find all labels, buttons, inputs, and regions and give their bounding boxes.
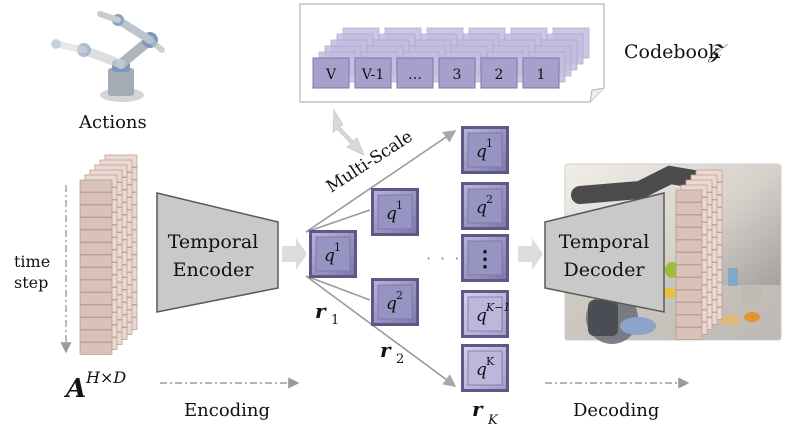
action-chunk-block — [79, 242, 113, 255]
action-chunk-block — [79, 317, 113, 330]
action-chunk-block — [79, 192, 113, 205]
token-ellipsis-scaleK: ⋮ — [461, 234, 509, 282]
action-chunk-block — [79, 329, 113, 343]
codebook-entry-label: 1 — [537, 67, 546, 83]
token-symbol: q — [476, 360, 487, 380]
codebook-symbol: 𝒵 — [707, 39, 728, 63]
action-chunk-block — [675, 214, 703, 228]
action-chunk-block — [79, 267, 113, 280]
action-chunk-block — [79, 204, 113, 218]
action-chunk-block — [79, 304, 113, 318]
action-chunk-block — [675, 252, 703, 265]
codebook-entry-label: V-1 — [361, 67, 384, 83]
encoder-label-line1: Temporal — [168, 231, 259, 253]
decoder-label-line1: Temporal — [559, 231, 650, 253]
action-chunk-block — [675, 277, 703, 290]
token-superscript: 2 — [486, 193, 493, 206]
token-symbol: q — [324, 246, 335, 266]
encoding-label: Encoding — [184, 400, 270, 421]
codebook-entry-label: 3 — [453, 67, 462, 83]
codebook-panel: V V-1 … 3 2 1 — [299, 3, 605, 103]
codebook-lookup-arrow — [332, 108, 365, 156]
token-superscript: K — [486, 355, 495, 368]
codebook-entry-label: … — [408, 67, 422, 83]
action-chunk-block — [675, 314, 703, 328]
residual-r2-subscript: 2 — [396, 352, 404, 367]
action-chunk-block — [675, 227, 703, 240]
action-chunk-block — [675, 264, 703, 278]
action-chunk-block — [79, 279, 113, 293]
residual-r2: r — [380, 338, 392, 362]
token-vertical-dots: ⋮ — [474, 246, 496, 272]
token-superscript: 1 — [486, 137, 493, 150]
codebook-entry-label: V — [325, 67, 337, 83]
multi-scale-branches — [305, 130, 457, 387]
actions-label: Actions — [78, 112, 147, 133]
robot-arm-image — [51, 11, 165, 102]
codebook-entry: V — [312, 57, 350, 89]
codebook-entry: … — [396, 57, 434, 89]
encoder-label-line2: Encoder — [173, 259, 255, 281]
residual-rK: r — [472, 397, 484, 421]
action-chunk-block — [79, 179, 113, 193]
step-label: step — [14, 273, 48, 292]
token-symbol: q — [386, 294, 397, 314]
action-chunk-stack — [79, 154, 138, 355]
reconstructed-action-stack — [675, 169, 723, 340]
action-chunk-block — [675, 289, 703, 303]
token-superscript: 1 — [334, 241, 341, 254]
decoder-label-line2: Decoder — [563, 259, 645, 281]
action-chunk-block — [79, 342, 113, 355]
codebook-entry: 3 — [438, 57, 476, 89]
codebook-entry-label: 2 — [495, 67, 504, 83]
multi-scale-label: Multi-Scale — [323, 127, 417, 197]
action-matrix-symbol: A — [63, 374, 86, 404]
scale-ellipsis: · · · — [426, 249, 461, 268]
decoding-label: Decoding — [573, 400, 659, 421]
token-symbol: q — [476, 142, 487, 162]
codebook-label: Codebook — [624, 41, 720, 63]
action-chunk-block — [79, 229, 113, 243]
residual-r1: r — [315, 299, 327, 323]
action-chunk-block — [79, 254, 113, 268]
token-superscript: 2 — [396, 289, 403, 302]
action-chunk-block — [675, 327, 703, 340]
codebook-entry: 2 — [480, 57, 518, 89]
codebook-entry: 1 — [522, 57, 560, 89]
token-symbol: q — [476, 198, 487, 218]
action-chunk-block — [675, 239, 703, 253]
temporal-encoder: Temporal Encoder — [156, 192, 279, 313]
token-symbol: q — [386, 204, 397, 224]
residual-rK-subscript: K — [487, 413, 499, 428]
token-superscript: K−1 — [485, 301, 510, 314]
action-chunk-block — [79, 217, 113, 230]
residual-r1-subscript: 1 — [331, 313, 339, 328]
action-chunk-block — [675, 189, 703, 203]
codebook-entry: V-1 — [354, 57, 392, 89]
temporal-decoder: Temporal Decoder — [544, 192, 665, 313]
token-symbol: q — [476, 306, 487, 326]
action-chunk-block — [675, 302, 703, 315]
decoder-input-arrow — [518, 238, 543, 270]
action-matrix-dims: H×D — [85, 368, 126, 387]
action-chunk-block — [79, 292, 113, 305]
token-superscript: 1 — [396, 199, 403, 212]
codebook-entries-row: V V-1 … 3 2 1 — [312, 57, 560, 89]
action-chunk-block — [675, 202, 703, 215]
encoder-output-arrow — [282, 238, 307, 270]
time-label: time — [14, 252, 50, 271]
